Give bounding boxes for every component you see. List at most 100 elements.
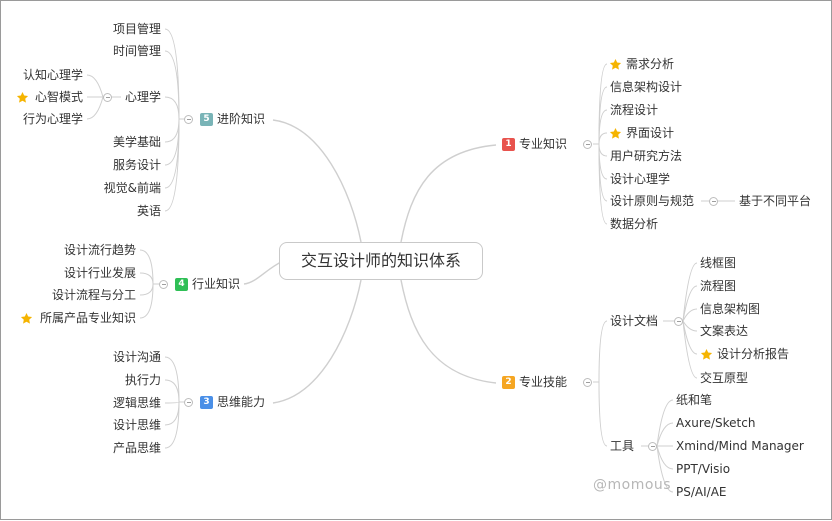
priority-badge-icon: 4 bbox=[175, 278, 188, 291]
node-copywriting[interactable]: 文案表达 bbox=[700, 324, 749, 338]
node-axure-sketch[interactable]: Axure/Sketch bbox=[676, 416, 756, 430]
collapse-toggle-icon[interactable] bbox=[159, 280, 168, 289]
connector-main bbox=[272, 279, 362, 404]
node-ia-design[interactable]: 信息架构设计 bbox=[610, 80, 683, 94]
star-icon bbox=[16, 91, 29, 103]
node-aesthetics[interactable]: 美学基础 bbox=[112, 135, 161, 149]
node-ui-design[interactable]: 界面设计 bbox=[626, 126, 675, 140]
connector-line bbox=[682, 320, 698, 332]
node-wireframe[interactable]: 线框图 bbox=[700, 256, 737, 270]
connector-line bbox=[164, 356, 180, 403]
branch-pro-knowledge[interactable]: 专业知识 bbox=[519, 137, 568, 151]
connector-main bbox=[400, 144, 497, 243]
node-flow-design[interactable]: 流程设计 bbox=[610, 103, 659, 117]
node-ppt-visio[interactable]: PPT/Visio bbox=[676, 462, 731, 476]
node-service-design[interactable]: 服务设计 bbox=[112, 158, 161, 172]
node-communication[interactable]: 设计沟通 bbox=[112, 350, 161, 364]
collapse-toggle-icon[interactable] bbox=[184, 398, 193, 407]
collapse-toggle-icon[interactable] bbox=[674, 317, 683, 326]
node-data-analysis[interactable]: 数据分析 bbox=[610, 217, 659, 231]
connector-main bbox=[400, 279, 497, 384]
node-design-psychology[interactable]: 设计心理学 bbox=[610, 172, 671, 186]
star-icon bbox=[20, 312, 33, 324]
branch-thinking[interactable]: 思维能力 bbox=[217, 395, 266, 409]
branch-industry[interactable]: 行业知识 bbox=[192, 277, 241, 291]
star-icon bbox=[700, 348, 713, 360]
connector-line bbox=[656, 445, 674, 493]
star-icon bbox=[609, 127, 622, 139]
collapse-toggle-icon[interactable] bbox=[103, 93, 112, 102]
connector-line bbox=[598, 109, 608, 145]
connector-line bbox=[598, 143, 608, 157]
node-project-management[interactable]: 项目管理 bbox=[112, 22, 161, 36]
connector-line bbox=[164, 401, 180, 426]
collapse-toggle-icon[interactable] bbox=[709, 197, 718, 206]
connector-line bbox=[86, 96, 104, 120]
priority-badge-icon: 2 bbox=[502, 376, 515, 389]
connector-line bbox=[598, 320, 608, 383]
collapse-toggle-icon[interactable] bbox=[583, 378, 592, 387]
star-icon bbox=[609, 58, 622, 70]
connector-line bbox=[682, 320, 698, 379]
connector-line bbox=[164, 401, 180, 404]
connector-line bbox=[139, 283, 154, 319]
node-ps-ai-ae[interactable]: PS/AI/AE bbox=[676, 485, 727, 499]
node-trends[interactable]: 设计流行趋势 bbox=[63, 243, 136, 257]
node-prototype[interactable]: 交互原型 bbox=[700, 371, 749, 385]
node-english[interactable]: 英语 bbox=[136, 204, 161, 218]
connector-line bbox=[656, 399, 674, 447]
connector-line bbox=[682, 308, 698, 322]
node-time-management[interactable]: 时间管理 bbox=[112, 44, 161, 58]
connector-main bbox=[243, 260, 284, 285]
node-ia-chart[interactable]: 信息架构图 bbox=[700, 302, 761, 316]
collapse-toggle-icon[interactable] bbox=[648, 442, 657, 451]
connector-line bbox=[682, 262, 698, 322]
connector-line bbox=[139, 249, 154, 285]
connector-main bbox=[272, 119, 362, 243]
watermark: @momous bbox=[593, 477, 672, 493]
connector-line bbox=[139, 272, 154, 285]
priority-badge-icon: 5 bbox=[200, 113, 213, 126]
node-design-thinking[interactable]: 设计思维 bbox=[112, 418, 161, 432]
node-paper-pen[interactable]: 纸和笔 bbox=[676, 393, 713, 407]
node-product-thinking[interactable]: 产品思维 bbox=[112, 441, 161, 455]
node-requirement-analysis[interactable]: 需求分析 bbox=[626, 57, 675, 71]
connector-line bbox=[139, 283, 154, 296]
connector-line bbox=[164, 118, 180, 212]
connector-line bbox=[656, 445, 674, 470]
node-user-research[interactable]: 用户研究方法 bbox=[610, 149, 683, 163]
node-design-principles[interactable]: 设计原则与规范 bbox=[610, 194, 695, 208]
node-design-docs[interactable]: 设计文档 bbox=[610, 314, 659, 328]
node-mental-model[interactable]: 心智模式 bbox=[34, 90, 83, 104]
node-cognitive-psychology[interactable]: 认知心理学 bbox=[22, 68, 83, 82]
node-behavioral-psychology[interactable]: 行为心理学 bbox=[22, 112, 83, 126]
node-domain-knowledge[interactable]: 所属产品专业知识 bbox=[39, 311, 136, 325]
root-topic[interactable]: 交互设计师的知识体系 bbox=[279, 242, 483, 280]
connector-line bbox=[164, 50, 180, 120]
node-execution[interactable]: 执行力 bbox=[124, 373, 161, 387]
node-industry-growth[interactable]: 设计行业发展 bbox=[63, 266, 136, 280]
priority-badge-icon: 3 bbox=[200, 396, 213, 409]
node-analysis-report[interactable]: 设计分析报告 bbox=[717, 347, 790, 361]
node-logic[interactable]: 逻辑思维 bbox=[112, 396, 161, 410]
node-tools[interactable]: 工具 bbox=[610, 439, 635, 453]
branch-pro-skills[interactable]: 专业技能 bbox=[519, 375, 568, 389]
node-psychology[interactable]: 心理学 bbox=[124, 90, 161, 104]
priority-badge-icon: 1 bbox=[502, 138, 515, 151]
node-xmind[interactable]: Xmind/Mind Manager bbox=[676, 439, 804, 453]
node-platforms[interactable]: 基于不同平台 bbox=[739, 194, 812, 208]
collapse-toggle-icon[interactable] bbox=[184, 115, 193, 124]
connector-line bbox=[164, 401, 180, 449]
connector-line bbox=[164, 118, 180, 143]
node-visual-frontend[interactable]: 视觉&前端 bbox=[103, 181, 161, 195]
connector-line bbox=[164, 96, 180, 120]
collapse-toggle-icon[interactable] bbox=[583, 140, 592, 149]
connector-line bbox=[598, 132, 608, 145]
connector-line bbox=[598, 143, 608, 225]
branch-advanced[interactable]: 进阶知识 bbox=[217, 112, 266, 126]
connector-line bbox=[656, 422, 674, 447]
node-process-division[interactable]: 设计流程与分工 bbox=[51, 288, 136, 302]
node-flowchart[interactable]: 流程图 bbox=[700, 279, 737, 293]
connector-line bbox=[682, 285, 698, 322]
